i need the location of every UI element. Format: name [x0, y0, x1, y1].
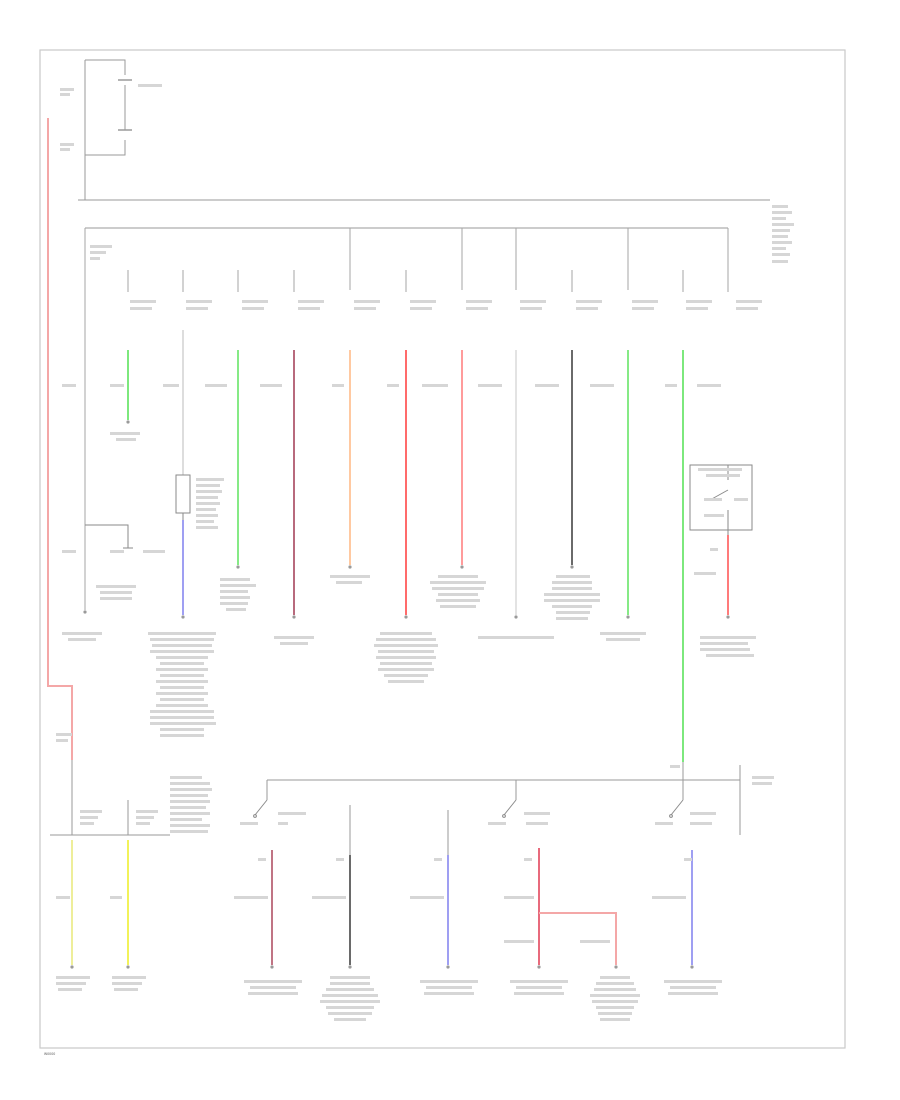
lower-switches [253, 799, 684, 818]
wire-red-branch [539, 912, 617, 965]
lower-column-wires [71, 840, 693, 965]
main-bus-lines [78, 199, 770, 229]
ground-junction-col1 [85, 524, 133, 549]
lower-connector-markers [70, 965, 694, 969]
illegible-label-blocks [56, 84, 794, 1021]
connector-markers [83, 420, 730, 619]
battery-fusible-link-group [84, 59, 132, 200]
relay-col2 [175, 474, 191, 520]
wire-pink-left-feed [47, 118, 73, 760]
upper-column-wires [127, 330, 729, 762]
bus-drop-lines [84, 228, 729, 610]
diagram-frame [39, 49, 846, 1049]
frame-code: W0000 [44, 1052, 55, 1056]
lower-bus [50, 760, 741, 855]
